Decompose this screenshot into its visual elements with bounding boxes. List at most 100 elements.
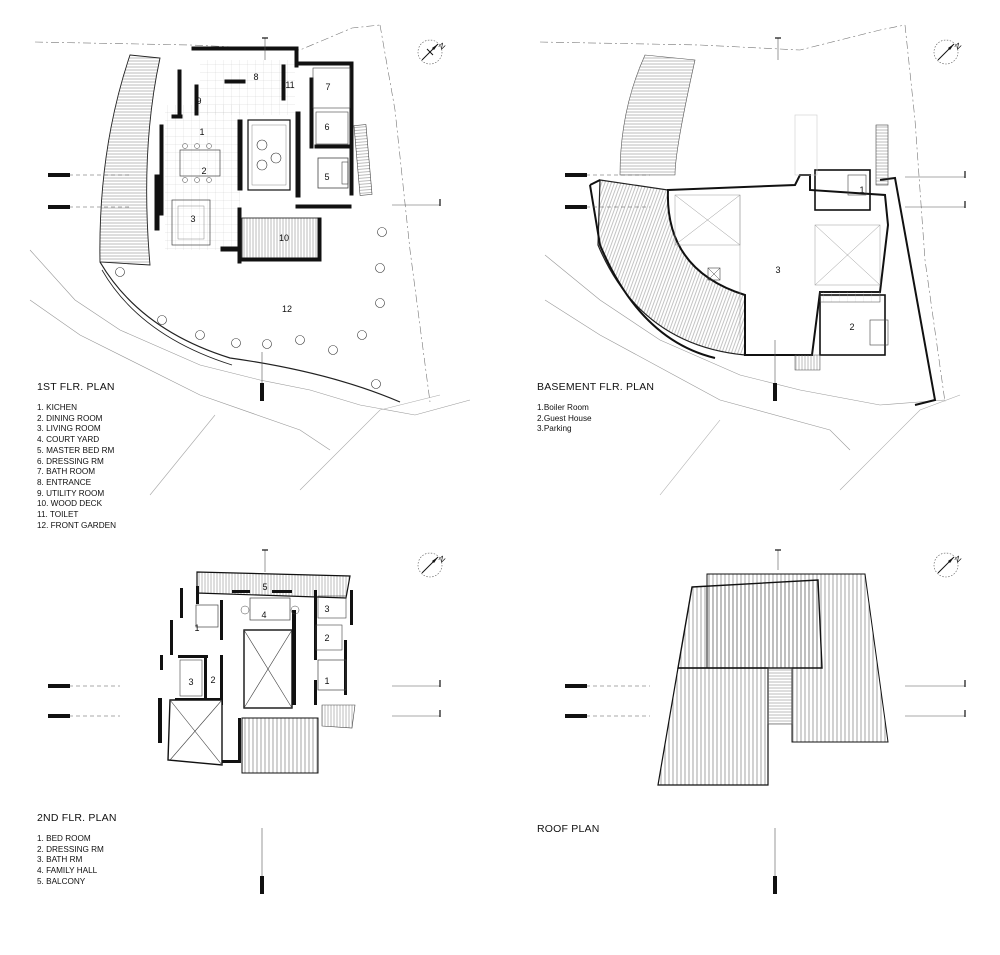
bath-room	[312, 67, 351, 109]
retaining-wall	[879, 176, 937, 406]
room-number: 1	[199, 127, 204, 137]
room-number: 12	[282, 304, 292, 314]
guest-bath	[869, 319, 889, 346]
site-road	[149, 414, 216, 496]
north-arrow-icon: N	[417, 552, 448, 578]
wood-deck	[241, 217, 319, 259]
site-boundary	[379, 24, 431, 403]
dressing-room	[315, 624, 343, 651]
rug	[177, 205, 205, 240]
master-bed	[317, 157, 349, 189]
bath-room	[317, 595, 347, 619]
legend-item: 5. BALCONY	[37, 876, 86, 886]
side-stair	[875, 124, 889, 186]
legend-item: 3.Parking	[537, 424, 572, 434]
site-road	[544, 299, 851, 451]
legend-item: 4. FAMILY HALL	[37, 866, 98, 876]
room-number: 3	[324, 604, 329, 614]
basement-floor-plan: 1 2 3 N	[539, 24, 966, 496]
armchair	[290, 605, 300, 615]
entrance-hall	[200, 60, 295, 115]
first-floor-legend: 1. KICHEN 2. DINING ROOM 3. LIVING ROOM …	[37, 403, 116, 531]
site-road	[659, 419, 721, 496]
room-number: 2	[210, 675, 215, 685]
armchair	[240, 605, 250, 615]
roof-plan: N	[565, 549, 966, 894]
basement-legend: 1.Boiler Room 2.Guest House 3.Parking	[537, 403, 592, 435]
curved-stair	[619, 54, 696, 176]
room-number: 5	[262, 582, 267, 592]
front-garden-edge	[99, 261, 401, 403]
legend-item: 12. FRONT GARDEN	[37, 520, 117, 530]
first-floor-room-numbers: 1 2 3 5 6 7 8 9 10 11 12	[190, 72, 330, 314]
bed	[317, 659, 347, 691]
retaining-wall	[589, 184, 716, 359]
north-label: N	[953, 554, 964, 565]
legend-item: 2. DRESSING RM	[37, 844, 104, 854]
stair-roof-deck	[241, 717, 319, 774]
dining-chair	[206, 143, 212, 149]
roof-stair	[767, 667, 793, 725]
legend-item: 3. BATH RM	[37, 855, 83, 865]
legend-item: 7. BATH ROOM	[37, 467, 96, 477]
legend-item: 1. KICHEN	[37, 403, 78, 412]
dining-chair	[182, 143, 188, 149]
room-number: 4	[261, 610, 266, 620]
court-yard	[247, 119, 291, 191]
dining-table	[179, 149, 221, 177]
tree-icon	[115, 227, 387, 389]
dining-chair	[194, 143, 200, 149]
room-number: 3	[775, 265, 780, 275]
legend-item: 5. MASTER BED RM	[37, 445, 115, 455]
boiler-stair	[847, 174, 867, 196]
bath-room	[179, 659, 203, 697]
room-number: 8	[253, 72, 258, 82]
site-road	[299, 394, 441, 491]
first-floor-plan: 1 2 3 5 6 7 8 9 10 11 12 N	[29, 24, 471, 496]
tree-icon	[256, 139, 282, 171]
site-road	[544, 254, 946, 406]
section-marker-icon	[48, 549, 441, 894]
legend-item: 9. UTILITY ROOM	[37, 488, 105, 498]
guest-kitchen	[819, 291, 881, 303]
room-number: 2	[849, 322, 854, 332]
room-number: 3	[188, 677, 193, 687]
room-number: 1	[859, 185, 864, 195]
room-number: 6	[324, 122, 329, 132]
site-road	[29, 299, 331, 451]
parking-floor	[666, 174, 890, 356]
legend-item: 4. COURT YARD	[37, 435, 100, 445]
sofa-set	[249, 597, 291, 621]
boiler-room	[814, 169, 871, 211]
roof-plan-title: ROOF PLAN	[537, 823, 600, 835]
second-floor-room-numbers: 1 1 2 2 3 3 4 5	[188, 582, 329, 687]
dressing-room	[315, 111, 349, 145]
second-floor-plan: 1 1 2 2 3 3 4 5 N	[48, 549, 448, 894]
first-floor-walls	[154, 46, 354, 264]
site-boundary	[904, 24, 946, 403]
sofa-set	[171, 199, 211, 246]
dining-chair	[206, 177, 212, 183]
north-label: N	[437, 41, 448, 52]
roof-top	[677, 579, 823, 669]
legend-item: 2.Guest House	[537, 413, 592, 423]
section-marker-icon	[48, 37, 441, 401]
room-number: 11	[285, 80, 294, 90]
roof-left	[657, 667, 769, 786]
kitchen-dining-area	[165, 105, 240, 250]
bed	[195, 604, 219, 628]
north-label: N	[437, 554, 448, 565]
side-stair	[353, 124, 373, 196]
column	[707, 267, 721, 281]
balcony	[196, 571, 351, 599]
basement-room-numbers: 1 2 3	[775, 185, 864, 332]
front-garden-edge	[101, 269, 233, 366]
legend-item: 10. WOOD DECK	[37, 499, 103, 509]
room-number: 5	[324, 172, 329, 182]
legend-item: 6. DRESSING RM	[37, 456, 104, 466]
room-number: 9	[196, 96, 201, 106]
room-number: 1	[194, 623, 199, 633]
legend-item: 11. TOILET	[37, 510, 79, 520]
north-arrow-icon: N	[933, 39, 963, 65]
